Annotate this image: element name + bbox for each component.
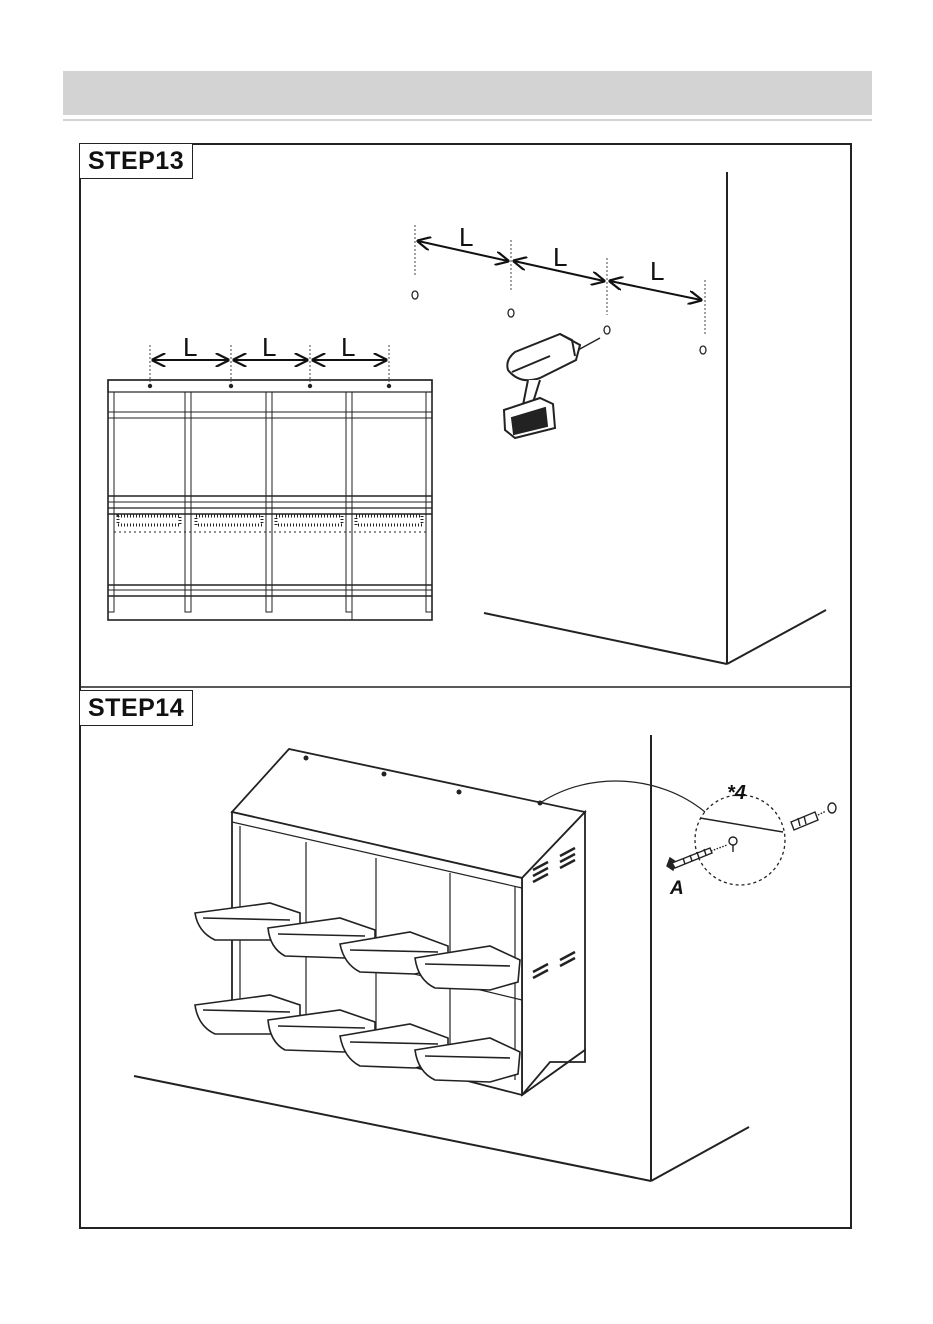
wall-section-line: [700, 818, 783, 832]
step-label: STEP13: [79, 143, 193, 179]
part-label: A: [669, 878, 684, 899]
drill-icon: [504, 334, 600, 438]
cabinet-front-view: [108, 380, 432, 620]
cabinet-keyholes: [148, 384, 391, 388]
wall-anchor-icon: [791, 803, 836, 830]
dimension-label: L: [262, 332, 276, 362]
dimension-label: L: [553, 242, 567, 272]
dimension-label: L: [341, 332, 355, 362]
quantity-label: *4: [727, 782, 746, 804]
dimension-label: L: [459, 222, 473, 252]
dimension-label: L: [183, 332, 197, 362]
step-label: STEP14: [79, 690, 193, 726]
screw-icon: [667, 845, 727, 870]
detail-callout: [695, 795, 785, 885]
dimension-label: L: [650, 256, 664, 286]
keyhole-icon: [729, 837, 737, 852]
